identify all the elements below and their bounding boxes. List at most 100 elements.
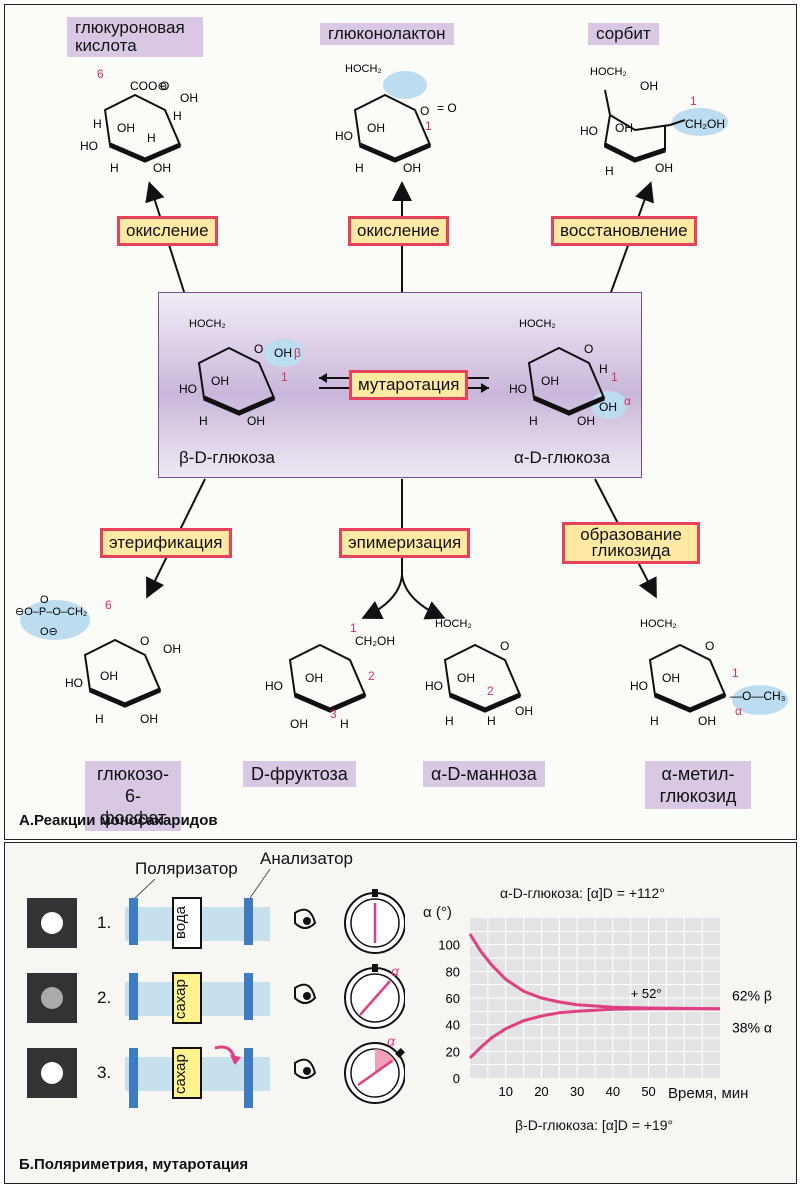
row-2-number: 2.: [97, 988, 112, 1007]
svg-text:H: H: [110, 161, 119, 175]
svg-text:OH: OH: [640, 79, 658, 93]
svg-text:HO: HO: [509, 382, 527, 396]
svg-text:OH: OH: [367, 121, 385, 135]
reaction-mutarotation: мутаротация: [349, 370, 469, 400]
svg-text:HO: HO: [65, 676, 83, 690]
svg-text:HO: HO: [265, 679, 283, 693]
svg-text:OH: OH: [655, 161, 673, 175]
svg-text:OH: OH: [615, 121, 633, 135]
svg-text:OH: OH: [577, 414, 595, 428]
svg-text:OH: OH: [211, 374, 229, 388]
svg-text:H: H: [340, 717, 349, 731]
svg-text:1: 1: [425, 119, 432, 133]
svg-text:OH: OH: [290, 717, 308, 731]
svg-text:OH: OH: [247, 414, 265, 428]
series-label-2: 38% α: [732, 1019, 772, 1035]
svg-text:COO⊖: COO⊖: [130, 79, 167, 93]
svg-text:OH: OH: [305, 671, 323, 685]
panel-reactions: глюкуроновая кислота глюконолактон сорби…: [4, 4, 797, 840]
svg-text:= O: = O: [437, 101, 457, 115]
svg-text:HOCH₂: HOCH₂: [640, 618, 677, 630]
svg-text:H: H: [93, 117, 102, 131]
svg-text:OH: OH: [698, 714, 716, 728]
lamp-row-2: [27, 973, 77, 1023]
y-tick-label: 60: [446, 991, 460, 1006]
label-glucose-6-phosphate: глюкозо- 6-фосфат: [85, 761, 181, 831]
lamp-row-1: [27, 898, 77, 948]
svg-text:1: 1: [281, 370, 288, 384]
svg-text:H: H: [95, 712, 104, 726]
svg-text:OH: OH: [140, 712, 158, 726]
svg-text:HO: HO: [580, 124, 598, 138]
svg-text:HOCH₂: HOCH₂: [345, 63, 382, 75]
svg-text:2: 2: [368, 669, 375, 683]
label-polarizer: Поляризатор: [135, 859, 238, 878]
svg-text:⊖O–P–O–CH₂: ⊖O–P–O–CH₂: [15, 606, 87, 618]
y-tick-label: 40: [446, 1018, 460, 1033]
svg-text:O: O: [40, 595, 49, 606]
svg-text:2: 2: [487, 684, 494, 698]
svg-text:HO: HO: [425, 679, 443, 693]
series-line-1: [468, 933, 721, 1011]
svg-text:O: O: [160, 79, 169, 93]
svg-text:H: H: [599, 362, 608, 376]
svg-text:1: 1: [350, 621, 357, 635]
x-tick-label: 10: [498, 1084, 512, 1099]
x-tick-label: 30: [570, 1084, 584, 1099]
row-1-number: 1.: [97, 913, 112, 932]
svg-text:HOCH₂: HOCH₂: [590, 66, 627, 78]
polarimeter-setup: [27, 868, 405, 1108]
svg-text:HOCH₂: HOCH₂: [435, 618, 472, 630]
svg-text:1: 1: [690, 94, 697, 108]
svg-text:OH: OH: [274, 346, 292, 360]
dial-alpha-mark-2: α: [387, 1033, 395, 1049]
svg-text:O: O: [254, 342, 263, 356]
svg-text:OH: OH: [100, 669, 118, 683]
label-methyl-glucoside: α-метил- глюкозид: [645, 761, 751, 809]
svg-text:H: H: [199, 414, 208, 428]
series-line-2: [468, 1007, 720, 1060]
svg-text:OH: OH: [541, 374, 559, 388]
svg-text:O⊖: O⊖: [40, 626, 58, 638]
y-tick-label: 80: [446, 964, 460, 979]
x-tick-label: 20: [534, 1084, 548, 1099]
y-tick-label: 100: [438, 938, 460, 953]
svg-text:HO: HO: [630, 679, 648, 693]
svg-text:OH: OH: [403, 161, 421, 175]
reaction-epimerization: эпимеризация: [339, 528, 471, 558]
svg-text:6: 6: [105, 598, 112, 612]
svg-text:H: H: [487, 714, 496, 728]
reaction-oxidation-2: окисление: [348, 216, 449, 246]
dial-alpha-mark-1: α: [391, 963, 399, 979]
svg-text:OH: OH: [599, 400, 617, 414]
svg-text:β: β: [294, 346, 301, 360]
row-3-number: 3.: [97, 1063, 112, 1082]
label-glucuronic-acid: глюкуроновая кислота: [67, 17, 203, 57]
svg-text:OH: OH: [662, 671, 680, 685]
label-mannose: α-D-манноза: [423, 761, 545, 787]
x-tick-label: 40: [606, 1084, 620, 1099]
y-tick-label: 0: [453, 1071, 460, 1086]
label-fructose: D-фруктоза: [243, 761, 356, 787]
svg-text:O: O: [584, 342, 593, 356]
svg-text:OH: OH: [117, 121, 135, 135]
panel-a-title: А.Реакции моносахаридов: [19, 812, 218, 829]
svg-text:1: 1: [611, 370, 618, 384]
label-analyzer: Анализатор: [260, 849, 353, 868]
chart-ylabel: α (°): [423, 904, 452, 921]
svg-text:3: 3: [330, 707, 337, 721]
svg-text:H: H: [147, 131, 156, 145]
panel-b-title: Б.Поляриметрия, мутаротация: [19, 1156, 249, 1173]
svg-text:H: H: [173, 109, 182, 123]
sample-sugar-2: сахар: [172, 1054, 189, 1094]
svg-text:CH₂OH: CH₂OH: [355, 634, 395, 648]
